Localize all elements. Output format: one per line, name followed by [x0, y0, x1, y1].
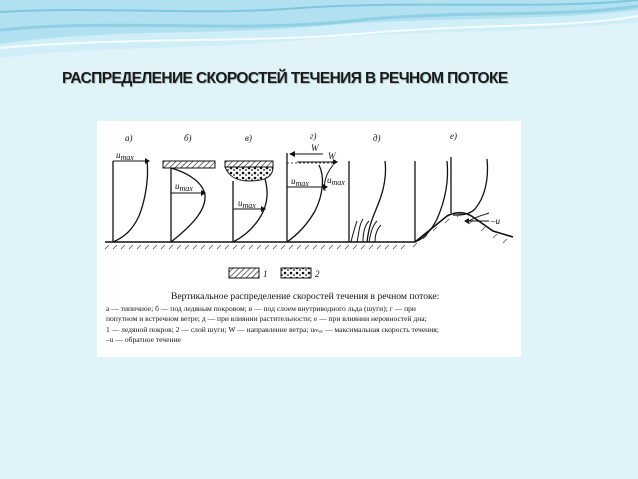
- caption-line-1: а — типичное; б — под ледяным покровом; …: [106, 304, 416, 313]
- velocity-distribution-figure: а) б) в) г) д) е) umax umax: [97, 121, 521, 357]
- panel-label-d: д): [373, 133, 381, 143]
- legend-frazil-swatch: [280, 267, 312, 279]
- umax-label-a: umax: [116, 150, 134, 162]
- panel-b-ice-cover: umax: [162, 160, 216, 243]
- panel-label-g: г): [310, 131, 317, 141]
- panel-a-typical: umax: [112, 150, 150, 243]
- panel-g-wind: W W umax umax: [286, 143, 345, 243]
- legend-num-2: 2: [315, 269, 320, 279]
- frazil-layer: [224, 166, 274, 182]
- reverse-flow-label: –u: [490, 216, 501, 226]
- legend: 1 2: [228, 267, 320, 279]
- umax-label-g2: umax: [327, 175, 345, 187]
- umax-label-g: umax: [291, 176, 309, 188]
- panel-d-vegetation: [348, 160, 387, 243]
- figure-caption-body: а — типичное; б — под ледяным покровом; …: [106, 304, 514, 346]
- bed-hatching: [104, 212, 508, 250]
- caption-line-4: –u — обратное течение: [106, 335, 181, 345]
- vegetation: [350, 218, 382, 243]
- panel-v-frazil-layer: umax: [224, 160, 274, 243]
- wind-label-right: W: [328, 151, 337, 161]
- caption-line-2: попутном и встречном ветре; д — при влия…: [106, 314, 427, 324]
- figure-drawing: а) б) в) г) д) е) umax umax: [104, 131, 514, 279]
- legend-num-1: 1: [263, 269, 268, 279]
- wind-label-left: W: [311, 143, 320, 153]
- caption-line-3: 1 — ледяной покров; 2 — слой шуги; W — н…: [106, 324, 439, 334]
- ice-cover-hatched: [162, 160, 216, 169]
- panel-label-b: б): [184, 133, 192, 143]
- umax-label-v: umax: [238, 198, 256, 210]
- slide-title: РАСПРЕДЕЛЕНИЕ СКОРОСТЕЙ ТЕЧЕНИЯ В РЕЧНОМ…: [62, 70, 508, 87]
- umax-label-b: umax: [175, 181, 193, 193]
- panel-label-a: а): [125, 133, 133, 143]
- figure-caption-title: Вертикальное распределение скоростей теч…: [171, 291, 440, 302]
- river-bed: [105, 211, 514, 243]
- legend-ice-swatch: [228, 267, 260, 279]
- panel-e-bed-irregularity: –u: [414, 157, 501, 243]
- panel-label-v: в): [245, 133, 252, 143]
- panel-label-e: е): [450, 131, 457, 141]
